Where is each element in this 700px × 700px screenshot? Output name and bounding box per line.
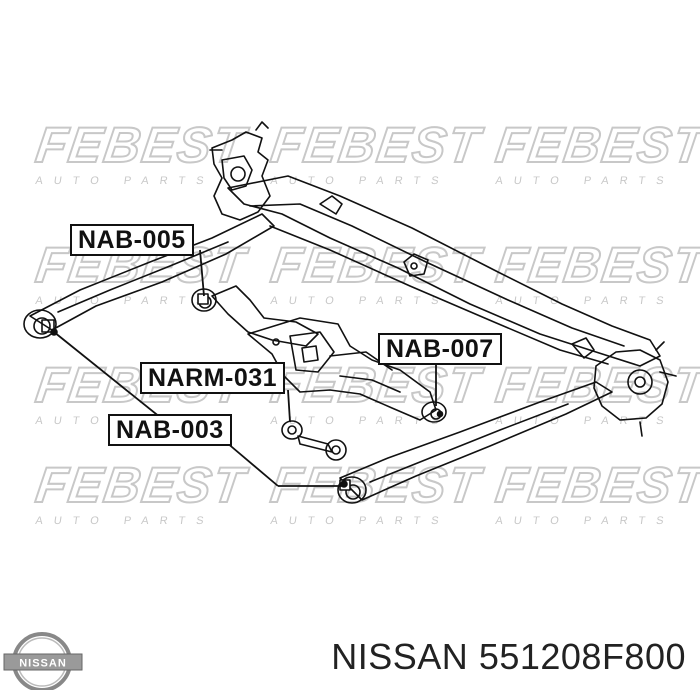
watermark-layer: FEBEST AUTO PARTS FEBEST AUTO PARTS FEBEST AU… (32, 116, 700, 527)
watermark-logo: FEBEST AUTO PARTS (267, 456, 488, 527)
watermark-brand: FEBEST (493, 117, 700, 173)
watermark-tagline: AUTO PARTS (35, 295, 216, 307)
right-knuckle-studs (639, 341, 677, 437)
watermark-tagline: AUTO PARTS (270, 175, 451, 187)
rear-subframe-drawing (23, 121, 677, 504)
crossmember-bracket-2 (403, 253, 429, 277)
watermark-brand: FEBEST (33, 457, 252, 513)
lower-right-arm-rib (369, 403, 569, 483)
upper-left-arm (29, 213, 275, 331)
diff-mount-bolt (272, 338, 280, 346)
watermark-tagline: AUTO PARTS (495, 175, 676, 187)
part-brand: NISSAN (331, 636, 469, 677)
watermark-tagline: AUTO PARTS (495, 415, 676, 427)
watermark-logo: FEBEST AUTO PARTS (492, 236, 700, 307)
right-knuckle-hub (627, 369, 653, 395)
watermark-tagline: AUTO PARTS (35, 515, 216, 527)
watermark-logo: FEBEST AUTO PARTS (492, 116, 700, 187)
right-knuckle (593, 349, 669, 421)
nab-007-bushing (421, 401, 447, 423)
diff-mount-detail (289, 331, 335, 373)
left-knuckle-hub (230, 166, 246, 182)
watermark-tagline: AUTO PARTS (35, 175, 216, 187)
upper-left-arm-rib (57, 241, 229, 313)
watermark-brand: FEBEST (33, 117, 252, 173)
callout-narm-031: NARM-031 (140, 362, 286, 394)
watermark-tagline: AUTO PARTS (495, 295, 676, 307)
part-caption: NISSAN 551208F800 (331, 636, 686, 678)
crossmember-lower-edge (269, 225, 609, 365)
nissan-logo: NISSAN (3, 632, 83, 690)
watermark-brand: FEBEST (268, 357, 487, 413)
watermark-logo: FEBEST AUTO PARTS (267, 236, 488, 307)
watermark-brand: FEBEST (268, 237, 487, 293)
watermark-logo: FEBEST AUTO PARTS (267, 356, 488, 427)
left-knuckle-arm (209, 121, 269, 151)
left-knuckle-detail (221, 155, 253, 191)
watermark-brand: FEBEST (268, 457, 487, 513)
narm-031-link (281, 420, 347, 461)
lower-right-arm (339, 381, 613, 501)
crossmember-beam (227, 175, 661, 367)
watermark-tagline: AUTO PARTS (270, 415, 451, 427)
callout-nab-007: NAB-007 (378, 333, 502, 365)
right-knuckle-hub-inner (634, 376, 646, 388)
watermark-brand: FEBEST (493, 237, 700, 293)
leader-nab-003-right (225, 441, 279, 487)
diff-mount (247, 317, 437, 421)
watermark-brand: FEBEST (493, 457, 700, 513)
nissan-logo-text: NISSAN (19, 658, 67, 670)
watermark-tagline: AUTO PARTS (495, 515, 676, 527)
leader-narm-031 (287, 389, 291, 423)
leader-nab-005 (199, 249, 205, 297)
callout-nab-003: NAB-003 (108, 414, 232, 446)
watermark-logo: FEBEST AUTO PARTS (267, 116, 488, 187)
watermark-brand: FEBEST (268, 117, 487, 173)
crossmember-bracket-1 (319, 195, 343, 215)
crossmember-bracket-3 (571, 337, 595, 359)
crossmember-inner-edge (249, 203, 625, 347)
crossmember-bolt (410, 262, 418, 270)
watermark-tagline: AUTO PARTS (270, 295, 451, 307)
watermark-logo: FEBEST AUTO PARTS (32, 456, 253, 527)
watermark-logo: FEBEST AUTO PARTS (492, 456, 700, 527)
left-knuckle (211, 131, 271, 221)
part-number: 551208F800 (478, 636, 686, 677)
watermark-logo: FEBEST AUTO PARTS (32, 116, 253, 187)
callout-nab-005: NAB-005 (70, 224, 194, 256)
left-bushing (23, 309, 58, 339)
right-bushing (337, 476, 367, 504)
upper-link (211, 285, 319, 347)
watermark-tagline: AUTO PARTS (270, 515, 451, 527)
